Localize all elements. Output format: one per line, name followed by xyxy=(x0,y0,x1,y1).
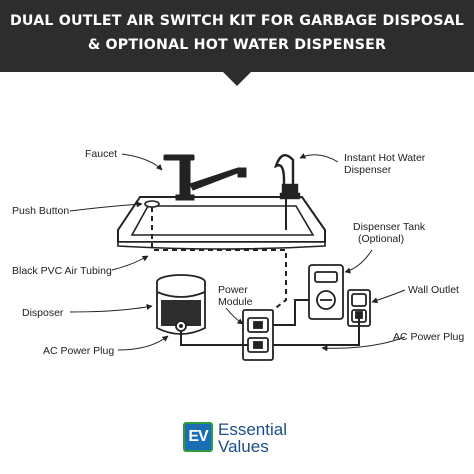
air-tubing-shape xyxy=(151,207,287,311)
label-disposer: Disposer xyxy=(22,307,64,319)
label-power-module-line2: Module xyxy=(218,296,253,308)
sink xyxy=(117,196,326,250)
banner-notch xyxy=(223,72,251,86)
essential-values-logo-icon: EV xyxy=(183,422,213,452)
label-arrows xyxy=(69,153,406,352)
label-air-tubing: Black PVC Air Tubing xyxy=(12,265,112,277)
title-banner xyxy=(0,0,474,72)
label-ac-power-plug-left: AC Power Plug xyxy=(43,345,115,357)
label-instant-hot-water-line1: Instant Hot Water xyxy=(344,152,426,164)
logo-mark: EV xyxy=(188,428,208,445)
faucet-shape xyxy=(163,154,247,201)
label-dispenser-tank-line2: (Optional) xyxy=(358,233,405,245)
label-push-button: Push Button xyxy=(12,205,70,217)
label-dispenser-tank-line1: Dispenser Tank xyxy=(353,221,426,233)
label-faucet: Faucet xyxy=(85,148,118,160)
label-power-module-line1: Power xyxy=(218,284,248,296)
hot-water-dispenser-shape xyxy=(273,154,301,200)
label-ac-power-plug-right: AC Power Plug xyxy=(393,331,465,343)
disposer-shape xyxy=(156,274,206,335)
dispenser-tank-shape xyxy=(308,264,344,320)
power-cords xyxy=(180,196,360,346)
label-wall-outlet: Wall Outlet xyxy=(408,284,459,296)
title-line-2: & OPTIONAL HOT WATER DISPENSER xyxy=(87,37,387,53)
power-module-shape xyxy=(242,309,274,361)
push-button-shape xyxy=(144,200,160,208)
logo-text-line2: Values xyxy=(218,437,269,456)
title-line-1: DUAL OUTLET AIR SWITCH KIT FOR GARBAGE D… xyxy=(9,13,465,29)
logo-text-line1: Essential xyxy=(218,420,287,439)
label-instant-hot-water-line2: Dispenser xyxy=(344,164,392,176)
